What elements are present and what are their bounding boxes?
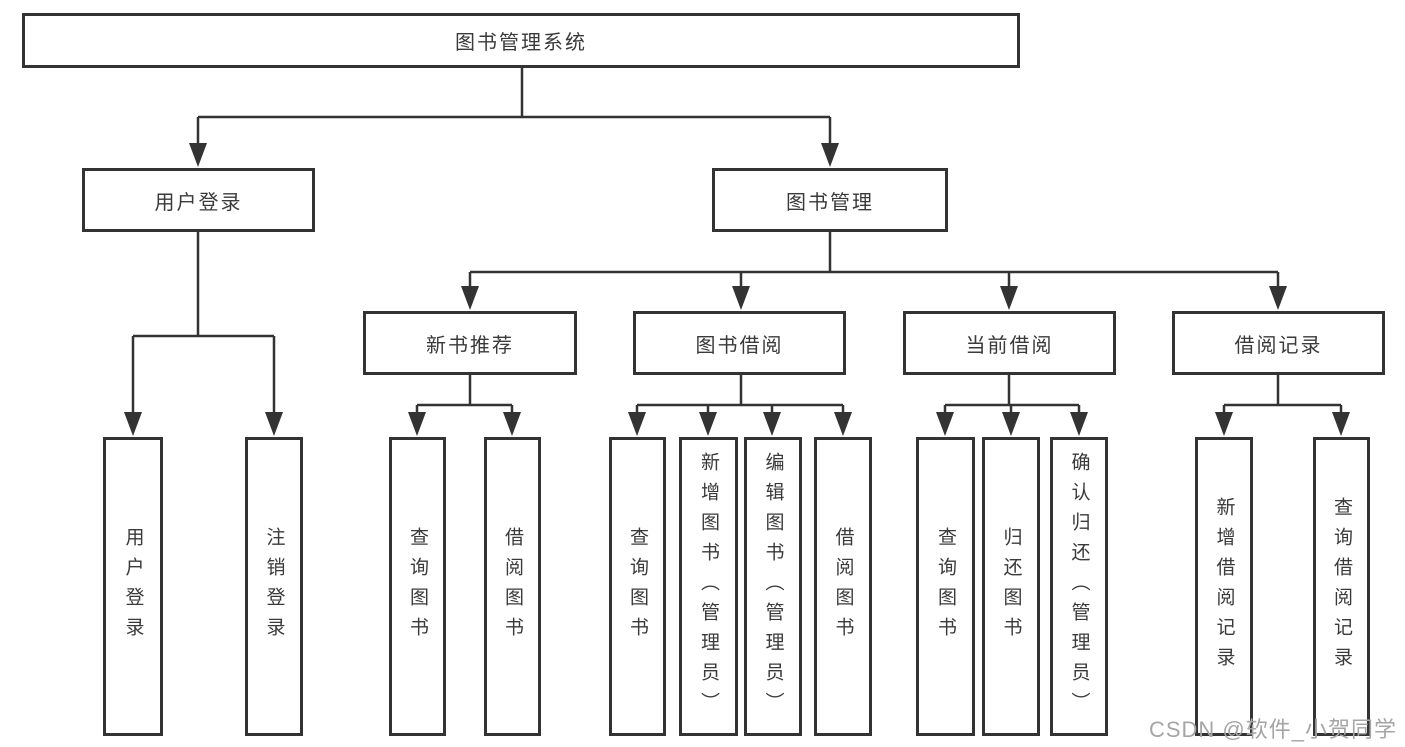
leaf-label: 注销登录 <box>263 526 285 647</box>
node-book-management: 图书管理 <box>712 168 948 232</box>
connector-root <box>196 68 832 145</box>
leaf-label: 确认归还（管理员） <box>1068 451 1090 722</box>
arrowhead <box>1269 286 1287 310</box>
leaf-label: 查询图书 <box>407 526 428 647</box>
leaf-label: 查询图书 <box>627 526 648 647</box>
leaf-label: 借阅图书 <box>832 526 854 647</box>
leaf-query-borrow-record: 查询借阅记录 <box>1313 437 1370 736</box>
leaf-query-books-recommend: 查询图书 <box>389 437 446 736</box>
leaf-borrow-books-recommend: 借阅图书 <box>484 437 541 736</box>
arrowhead <box>265 412 283 436</box>
node-current-borrow: 当前借阅 <box>903 311 1116 375</box>
arrowhead <box>1332 412 1350 436</box>
arrowhead <box>763 412 781 436</box>
arrowhead <box>461 286 479 310</box>
connector-current-borrow <box>943 375 1081 414</box>
leaf-add-books-admin: 新增图书（管理员） <box>679 437 738 736</box>
leaf-label: 查询借阅记录 <box>1331 496 1352 677</box>
csdn-watermark: CSDN @软件_小贺同学 <box>1148 717 1397 742</box>
connector-borrow-records <box>1222 375 1343 414</box>
leaf-confirm-return-admin: 确认归还（管理员） <box>1050 437 1108 736</box>
leaf-add-borrow-record: 新增借阅记录 <box>1195 437 1253 736</box>
leaf-query-books-borrow: 查询图书 <box>609 437 666 736</box>
connector-new-book-recommend <box>415 375 514 414</box>
connector-book-management <box>468 232 1280 288</box>
arrowhead <box>1070 412 1088 436</box>
arrowhead <box>834 412 852 436</box>
leaf-user-login: 用户登录 <box>103 437 163 736</box>
leaf-label: 用户登录 <box>122 526 144 647</box>
leaf-logout: 注销登录 <box>245 437 303 736</box>
arrowhead <box>732 286 750 310</box>
leaf-borrow-books: 借阅图书 <box>814 437 872 736</box>
arrowhead <box>628 412 646 436</box>
arrowhead <box>1215 412 1233 436</box>
arrowhead <box>503 412 521 436</box>
arrowhead <box>408 412 426 436</box>
node-user-login: 用户登录 <box>82 168 315 232</box>
leaf-return-books: 归还图书 <box>982 437 1040 736</box>
leaf-label: 查询图书 <box>935 526 956 647</box>
leaf-label: 归还图书 <box>1000 526 1022 647</box>
leaf-label: 借阅图书 <box>502 526 523 647</box>
leaf-query-books-current: 查询图书 <box>916 437 975 736</box>
connector-book-borrow <box>635 375 845 414</box>
node-book-borrow: 图书借阅 <box>633 311 846 375</box>
arrowhead <box>1002 412 1020 436</box>
leaf-label: 编辑图书（管理员） <box>762 451 784 722</box>
leaf-label: 新增图书（管理员） <box>698 451 719 722</box>
arrowhead <box>699 412 717 436</box>
connector-user-login <box>131 232 276 414</box>
arrowhead <box>936 412 954 436</box>
node-new-book-recommend: 新书推荐 <box>363 311 577 375</box>
leaf-edit-books-admin: 编辑图书（管理员） <box>744 437 802 736</box>
arrowhead <box>821 143 839 167</box>
node-root: 图书管理系统 <box>22 13 1020 68</box>
arrowhead <box>189 143 207 167</box>
node-borrow-records: 借阅记录 <box>1172 311 1385 375</box>
arrowhead <box>1000 286 1018 310</box>
arrowhead <box>124 412 142 436</box>
leaf-label: 新增借阅记录 <box>1213 496 1235 677</box>
